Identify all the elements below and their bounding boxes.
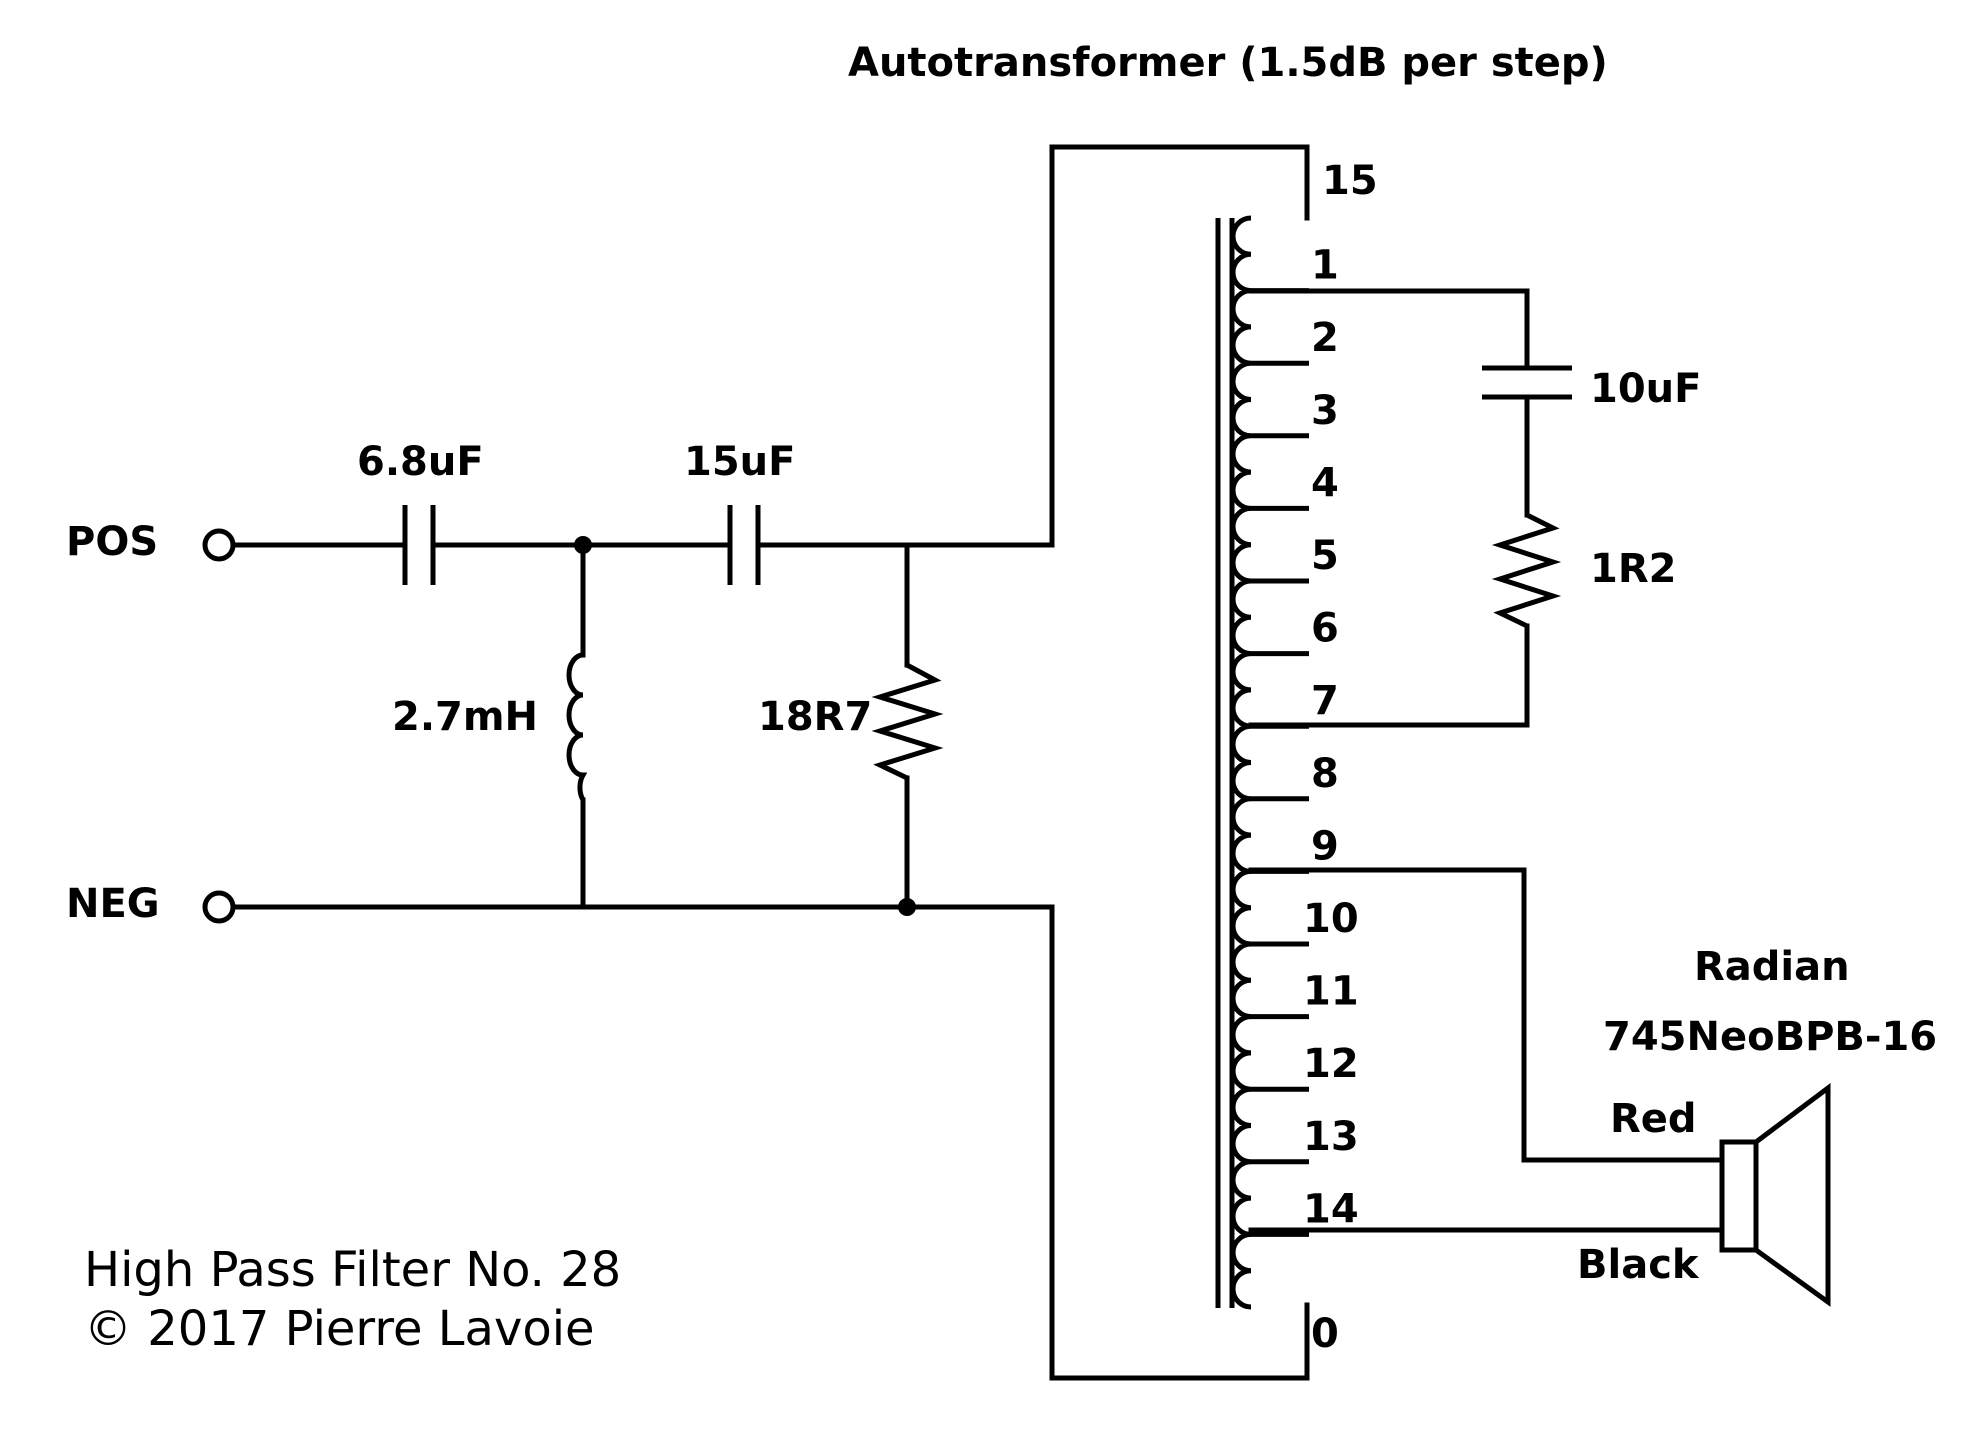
capacitor-c3: [1482, 365, 1572, 400]
capacitor-c3-label: 10uF: [1590, 366, 1701, 412]
tap-label: 14: [1303, 1186, 1359, 1232]
tap-label: 4: [1311, 460, 1339, 506]
resistor-r1-label: 18R7: [758, 694, 872, 740]
tap-label: 7: [1311, 678, 1339, 724]
inductor-l1: [566, 652, 588, 802]
speaker-black-wire-label: Black: [1577, 1242, 1700, 1288]
tap-label: 6: [1311, 606, 1339, 652]
tap-label: 8: [1311, 751, 1339, 797]
tap-label: 5: [1311, 533, 1339, 579]
pos-terminal-label: POS: [66, 519, 158, 565]
speaker-model-label: 745NeoBPB-16: [1603, 1014, 1937, 1060]
capacitor-c1: [402, 505, 436, 585]
wire-tap9-to-speaker-red: [1248, 867, 1725, 1163]
tap-label: 2: [1311, 315, 1339, 361]
wire-r2-to-tap7: [1248, 623, 1530, 728]
speaker-red-wire-label: Red: [1610, 1096, 1697, 1142]
inductor-l1-label: 2.7mH: [392, 694, 538, 740]
tap-label: 15: [1322, 158, 1378, 204]
tap-label: 3: [1311, 388, 1339, 434]
tap-label: 0: [1311, 1311, 1339, 1357]
tap-label: 11: [1303, 969, 1359, 1015]
resistor-r1: [871, 662, 944, 781]
footer-copyright: © 2017 Pierre Lavoie: [84, 1301, 595, 1357]
resistor-r2: [1491, 512, 1562, 629]
wire-c2-to-transformer-top: [755, 144, 1310, 548]
tap-label: 10: [1303, 896, 1359, 942]
neg-terminal: [202, 890, 236, 924]
transformer-winding: [1230, 215, 1252, 1310]
capacitor-c2: [727, 505, 761, 585]
wire-tap1-to-c3: [1248, 288, 1530, 369]
wire-neg-to-transformer-bottom: [230, 904, 1310, 1381]
resistor-r2-label: 1R2: [1590, 546, 1676, 592]
footer-title: High Pass Filter No. 28: [84, 1242, 621, 1298]
neg-terminal-label: NEG: [66, 881, 160, 927]
speaker-brand-label: Radian: [1694, 944, 1850, 990]
speaker-icon: [1719, 1083, 1831, 1307]
tap-label: 1: [1311, 243, 1339, 289]
capacitor-c1-label: 6.8uF: [357, 439, 484, 485]
tap-label: 9: [1311, 823, 1339, 869]
junction-dot-2: [898, 898, 916, 916]
capacitor-c2-label: 15uF: [684, 439, 795, 485]
pos-terminal: [202, 528, 236, 562]
tap-label: 13: [1303, 1114, 1359, 1160]
tap-label: 12: [1303, 1041, 1359, 1087]
diagram-title: Autotransformer (1.5dB per step): [848, 40, 1608, 86]
